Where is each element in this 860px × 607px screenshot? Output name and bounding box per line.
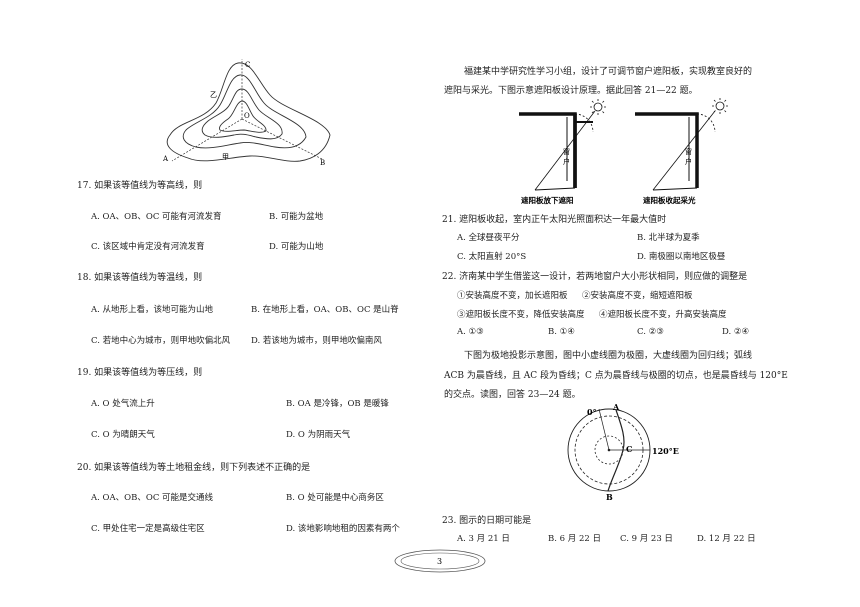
label-yi: 乙	[210, 91, 217, 99]
intro-4: ACB 为晨昏线，且 AC 段为昏线；C 点为晨昏线与极圈的切点，也是晨昏线与 …	[444, 371, 788, 381]
q18-option-c: C. 若地中心为城市，则甲地吹偏北风	[91, 336, 231, 346]
intro-2: 遮阳与采光。下图示意遮阳板设计原理。据此回答 21—22 题。	[444, 86, 698, 96]
q19-option-b: B. OA 是冷锋，OB 是暖锋	[286, 399, 389, 409]
q20-option-d: D. 该地影响地租的因素有两个	[286, 524, 400, 534]
q23-option-a: A. 3 月 21 日	[457, 534, 510, 544]
q23-option-c: C. 9 月 23 日	[620, 534, 673, 544]
label-a: A	[162, 155, 169, 163]
sun-icon	[590, 98, 728, 115]
q20-option-c: C. 甲处住宅一定是高级住宅区	[91, 524, 205, 534]
label-zero: 0°	[587, 407, 597, 417]
window-label-1: 窗	[563, 147, 570, 156]
intro-1: 福建某中学研究性学习小组，设计了可调节窗户遮阳板，实现教室良好的	[464, 67, 753, 77]
q22-statement-4: ④遮阳板长度不变，升高安装高度	[599, 310, 727, 320]
q23-option-b: B. 6 月 22 日	[548, 534, 601, 544]
q20-option-b: B. O 处可能是中心商务区	[286, 493, 384, 503]
q23-option-d: D. 12 月 22 日	[697, 534, 756, 544]
q19-option-d: D. O 为阴雨天气	[286, 430, 351, 440]
q22-statement-3: ③遮阳板长度不变，降低安装高度	[457, 310, 585, 320]
q18-option-b: B. 在地形上看，OA、OB、OC 是山脊	[251, 305, 399, 315]
q17-option-c: C. 该区域中肯定没有河流发育	[91, 242, 205, 252]
q21-stem: 21. 遮阳板收起，室内正午太阳光照面积达一年最大值时	[442, 215, 667, 225]
q19-option-a: A. O 处气流上升	[91, 399, 155, 409]
q21-option-d: D. 南极圈以南地区极昼	[637, 252, 726, 262]
contour-figure: C O A B 甲 乙	[162, 59, 331, 167]
q18-option-a: A. 从地形上看，该地可能为山地	[91, 305, 214, 315]
q22-stem: 22. 济南某中学生借鉴这一设计，若两地窗户大小形状相同，则应做的调整是	[442, 272, 748, 282]
label-o: O	[244, 112, 250, 120]
q18-option-d: D. 若该地为城市，则甲地吹偏南风	[251, 336, 382, 346]
page-number: 3	[437, 557, 442, 566]
window-label-4: 户	[685, 157, 692, 166]
q17-option-d: D. 可能为山地	[269, 242, 324, 252]
caption-left: 遮阳板放下遮阳	[521, 195, 574, 205]
label-b: B	[606, 492, 613, 502]
intro-3: 下图为极地投影示意图，图中小虚线圈为极圈，大虚线圈为回归线；弧线	[464, 351, 753, 361]
page-number-badge: 3	[394, 549, 486, 573]
q19-option-c: C. O 为晴朗天气	[91, 430, 155, 440]
label-jia: 甲	[222, 153, 229, 161]
polar-projection-figure: 0° A C 120°E B	[567, 403, 679, 502]
label-c: C	[626, 444, 632, 454]
label-b: B	[320, 159, 325, 167]
label-c: C	[245, 61, 250, 69]
q21-option-a: A. 全球昼夜平分	[457, 233, 520, 243]
q17-stem: 17. 如果该等值线为等高线，则	[77, 181, 203, 191]
q20-stem: 20. 如果该等值线为等土地租金线，则下列表述不正确的是	[77, 463, 311, 473]
q22-option-b: B. ①④	[548, 327, 575, 337]
q19-stem: 19. 如果该等值线为等压线，则	[77, 368, 203, 378]
label-120e: 120°E	[652, 446, 679, 456]
q17-option-a: A. OA、OB、OC 可能有河流发育	[91, 212, 222, 222]
q22-option-d: D. ②④	[722, 327, 750, 337]
window-label-3: 窗	[685, 147, 692, 156]
sunshade-figure: 窗 户 窗 户 遮阳板放下遮阳 遮阳板收起采光	[519, 98, 728, 205]
intro-5: 的交点。读图，回答 23—24 题。	[444, 390, 581, 400]
q20-option-a: A. OA、OB、OC 可能是交通线	[91, 493, 214, 503]
q22-statement-1: ①安装高度不变，加长遮阳板	[457, 291, 568, 301]
window-label-2: 户	[563, 157, 570, 166]
caption-right: 遮阳板收起采光	[643, 195, 696, 205]
q23-stem: 23. 图示的日期可能是	[442, 516, 532, 526]
q21-option-c: C. 太阳直射 20°S	[457, 252, 527, 262]
label-a: A	[612, 403, 620, 412]
q22-statement-2: ②安装高度不变，缩短遮阳板	[582, 291, 693, 301]
q18-stem: 18. 如果该等值线为等温线，则	[77, 273, 203, 283]
q21-option-b: B. 北半球为夏季	[637, 233, 700, 243]
q17-option-b: B. 可能为盆地	[269, 212, 324, 222]
q22-option-c: C. ②③	[637, 327, 664, 337]
q22-option-a: A. ①③	[457, 327, 484, 337]
